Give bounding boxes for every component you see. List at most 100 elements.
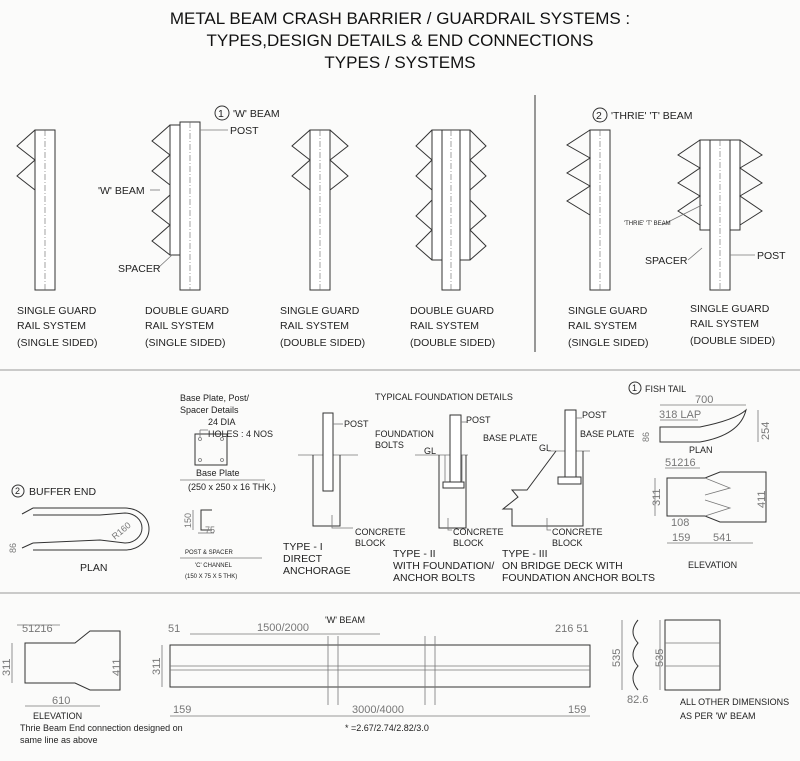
fish-tail-detail: 1 FISH TAIL 700 318 LAP 86 254 PLAN 5121… [628, 381, 772, 570]
svg-text:FISH TAIL: FISH TAIL [645, 384, 686, 394]
svg-text:PLAN: PLAN [80, 562, 107, 574]
svg-text:ANCHORAGE: ANCHORAGE [283, 565, 351, 577]
svg-text:RAIL SYSTEM: RAIL SYSTEM [568, 320, 637, 332]
svg-text:ALL OTHER DIMENSIONS: ALL OTHER DIMENSIONS [680, 697, 789, 707]
svg-text:1500/2000: 1500/2000 [257, 622, 309, 634]
svg-text:DOUBLE GUARD: DOUBLE GUARD [410, 305, 494, 317]
svg-text:BLOCK: BLOCK [355, 538, 386, 548]
svg-text:(150 X 75 X 5 THK): (150 X 75 X 5 THK) [185, 574, 237, 580]
svg-text:(DOUBLE SIDED): (DOUBLE SIDED) [280, 337, 365, 349]
svg-text:DOUBLE GUARD: DOUBLE GUARD [145, 305, 229, 317]
title-line-3: TYPES / SYSTEMS [324, 53, 475, 72]
system-label-5: SINGLE GUARD RAIL SYSTEM (SINGLE SIDED) [568, 305, 649, 349]
svg-text:159: 159 [568, 704, 586, 716]
svg-text:BASE PLATE: BASE PLATE [580, 429, 634, 439]
svg-text:216 51: 216 51 [555, 623, 589, 635]
svg-text:TYPE - III: TYPE - III [502, 548, 548, 560]
svg-text:BLOCK: BLOCK [552, 538, 583, 548]
svg-text:(DOUBLE SIDED): (DOUBLE SIDED) [690, 335, 775, 347]
svg-text:Base Plate: Base Plate [196, 468, 240, 478]
base-plate-detail: Base Plate, Post/ Spacer Details 24 DIA … [180, 393, 276, 492]
svg-text:RAIL SYSTEM: RAIL SYSTEM [280, 320, 349, 332]
svg-text:311: 311 [151, 657, 163, 675]
svg-text:CONCRETE: CONCRETE [552, 527, 603, 537]
svg-text:3000/4000: 3000/4000 [352, 704, 404, 716]
svg-text:BASE PLATE: BASE PLATE [483, 433, 537, 443]
foundation-heading: TYPICAL FOUNDATION DETAILS [375, 392, 513, 402]
svg-text:Thrie Beam End connection desi: Thrie Beam End connection designed on [20, 723, 183, 733]
callout-spacer-thrie: SPACER [645, 255, 688, 267]
w-beam-profile: 535 82.6 535 ALL OTHER DIMENSIONS AS PER… [611, 619, 789, 721]
callout-w-beam: 'W' BEAM [98, 185, 145, 197]
svg-text:ELEVATION: ELEVATION [33, 711, 82, 721]
svg-text:51: 51 [168, 623, 180, 635]
system-label-4: DOUBLE GUARD RAIL SYSTEM (DOUBLE SIDED) [410, 305, 495, 349]
svg-text:ANCHOR BOLTS: ANCHOR BOLTS [393, 572, 475, 584]
svg-text:411: 411 [111, 658, 123, 676]
svg-text:TYPE - II: TYPE - II [393, 548, 436, 560]
svg-text:1: 1 [632, 383, 637, 393]
foundation-type-2: FOUNDATION BOLTS GL POST BASE PLATE CONC… [375, 414, 537, 584]
svg-text:82.6: 82.6 [627, 694, 648, 706]
svg-text:POST: POST [582, 410, 607, 420]
svg-text:TYPE - I: TYPE - I [283, 541, 323, 553]
svg-text:108: 108 [671, 517, 689, 529]
svg-text:SINGLE GUARD: SINGLE GUARD [568, 305, 648, 317]
double-guard-double-sided-drawing [415, 129, 487, 291]
svg-text:AS PER 'W' BEAM: AS PER 'W' BEAM [680, 711, 755, 721]
title-line-1: METAL BEAM CRASH BARRIER / GUARDRAIL SYS… [170, 9, 630, 28]
callout-thrie-beam: 'THRIE' 'T' BEAM [624, 221, 671, 227]
svg-text:311: 311 [1, 658, 13, 676]
system-label-3: SINGLE GUARD RAIL SYSTEM (DOUBLE SIDED) [280, 305, 365, 349]
svg-text:159: 159 [173, 704, 191, 716]
svg-text:159: 159 [672, 532, 690, 544]
foundation-type-1: POST CONCRETE BLOCK TYPE - I DIRECT ANCH… [283, 412, 406, 577]
c-channel-detail: 150 75 POST & SPACER 'C' CHANNEL (150 X … [180, 509, 262, 580]
svg-text:(DOUBLE SIDED): (DOUBLE SIDED) [410, 337, 495, 349]
double-guard-single-sided-drawing [150, 121, 228, 291]
system-label-1: SINGLE GUARD RAIL SYSTEM (SINGLE SIDED) [17, 305, 98, 349]
svg-text:CONCRETE: CONCRETE [453, 527, 504, 537]
svg-text:BOLTS: BOLTS [375, 440, 404, 450]
svg-text:535: 535 [654, 649, 666, 667]
svg-text:'W' BEAM: 'W' BEAM [233, 108, 280, 120]
svg-text:SINGLE GUARD: SINGLE GUARD [17, 305, 97, 317]
svg-text:R160: R160 [110, 520, 133, 541]
svg-text:RAIL SYSTEM: RAIL SYSTEM [690, 318, 759, 330]
svg-text:700: 700 [695, 394, 713, 406]
svg-text:RAIL SYSTEM: RAIL SYSTEM [410, 320, 479, 332]
svg-text:RAIL SYSTEM: RAIL SYSTEM [145, 320, 214, 332]
thrie-end-elevation: 51216 311 411 610 ELEVATION Thrie Beam E… [1, 623, 183, 745]
svg-text:PLAN: PLAN [689, 445, 713, 455]
svg-text:GL: GL [424, 446, 436, 456]
svg-text:GL: GL [539, 443, 551, 453]
svg-text:150: 150 [183, 513, 193, 528]
svg-text:'C' CHANNEL: 'C' CHANNEL [195, 563, 233, 569]
svg-text:ON BRIDGE DECK WITH: ON BRIDGE DECK WITH [502, 560, 623, 572]
thrie-single-sided-drawing [566, 129, 611, 291]
svg-text:2: 2 [596, 110, 602, 122]
svg-text:51216: 51216 [22, 623, 53, 635]
svg-text:(SINGLE SIDED): (SINGLE SIDED) [17, 337, 98, 349]
svg-text:Spacer Details: Spacer Details [180, 405, 239, 415]
callout-post-thrie: POST [757, 250, 786, 262]
svg-text:(250 x 250 x 16 THK.): (250 x 250 x 16 THK.) [188, 482, 276, 492]
callout-post: POST [230, 125, 259, 137]
svg-text:BLOCK: BLOCK [453, 538, 484, 548]
svg-text:610: 610 [52, 695, 70, 707]
svg-text:POST & SPACER: POST & SPACER [185, 550, 233, 556]
svg-text:Base Plate, Post/: Base Plate, Post/ [180, 393, 250, 403]
svg-text:75: 75 [205, 525, 215, 535]
svg-text:POST: POST [466, 415, 491, 425]
svg-text:HOLES : 4 NOS: HOLES : 4 NOS [208, 429, 273, 439]
svg-text:same line as above: same line as above [20, 735, 98, 745]
svg-text:1: 1 [218, 108, 224, 120]
thrie-beam-heading: 2 'THRIE' 'T' BEAM [592, 107, 693, 123]
svg-text:RAIL SYSTEM: RAIL SYSTEM [17, 320, 86, 332]
svg-text:(SINGLE SIDED): (SINGLE SIDED) [568, 337, 649, 349]
svg-text:2: 2 [15, 486, 20, 496]
system-label-6: SINGLE GUARD RAIL SYSTEM (DOUBLE SIDED) [690, 303, 775, 347]
svg-text:CONCRETE: CONCRETE [355, 527, 406, 537]
svg-text:535: 535 [611, 649, 623, 667]
